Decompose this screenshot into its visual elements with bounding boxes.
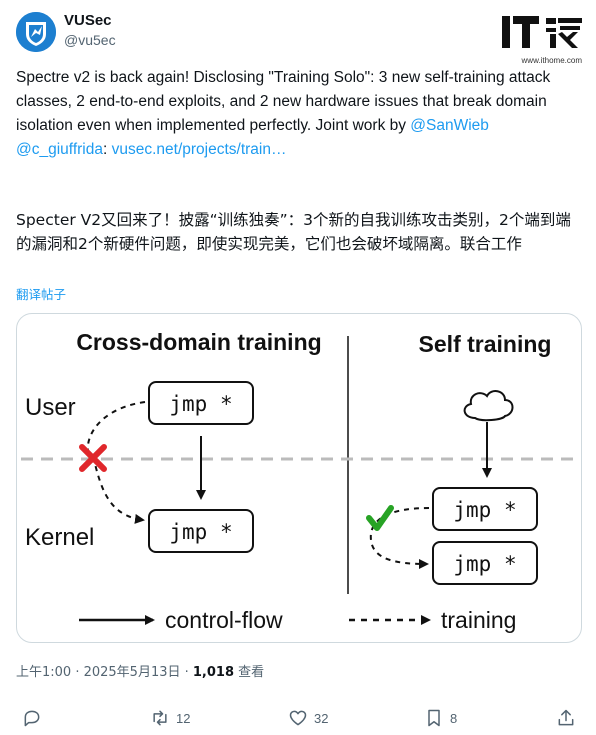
kernel-label: Kernel xyxy=(25,524,94,551)
like-button[interactable]: 32 xyxy=(288,708,328,728)
retweet-icon xyxy=(153,710,167,726)
bookmark-count: 8 xyxy=(450,710,458,726)
mention-c-giuffrida[interactable]: @c_giuffrida xyxy=(16,141,103,158)
training-arrow-left xyxy=(86,401,146,524)
colon-text: : xyxy=(102,141,112,158)
action-bar: 12 32 8 xyxy=(0,708,596,734)
share-button[interactable] xyxy=(556,708,576,728)
tweet-body-text: Spectre v2 is back again! Disclosing "Tr… xyxy=(16,69,551,134)
legend-control-label: control-flow xyxy=(165,607,283,633)
share-icon xyxy=(558,709,574,726)
media-image[interactable]: Cross-domain training Self training User… xyxy=(16,313,582,643)
post-meta: 上午1:00 · 2025年5月13日 · 1,018 查看 xyxy=(16,661,264,680)
reply-button[interactable] xyxy=(22,708,48,728)
legend-training-label: training xyxy=(441,607,516,633)
check-icon xyxy=(366,505,394,531)
user-jmp-label: jmp * xyxy=(169,392,232,416)
right-title: Self training xyxy=(419,331,552,357)
reply-icon xyxy=(24,710,40,727)
self-jmp-box-bottom xyxy=(432,541,538,585)
watermark-url: www.ithome.com xyxy=(521,56,582,65)
translated-text: Specter V2又回来了！披露“训练独奏”：3个新的自我训练攻击类别，2个端… xyxy=(16,211,571,253)
blocked-cross-icon xyxy=(79,444,107,472)
mention-sanwieb[interactable]: @SanWieb xyxy=(410,117,489,134)
self-jmp-box-top xyxy=(432,487,538,531)
user-label: User xyxy=(25,394,76,421)
post-timestamp[interactable]: 上午1:00 · 2025年5月13日 · xyxy=(16,665,193,680)
retweet-count: 12 xyxy=(176,710,191,726)
bookmark-button[interactable]: 8 xyxy=(424,708,457,728)
like-count: 32 xyxy=(314,710,329,726)
ithome-logo xyxy=(500,12,586,56)
translate-post-link[interactable]: 翻译帖子 xyxy=(16,287,67,302)
retweet-button[interactable]: 12 xyxy=(150,708,190,728)
left-title: Cross-domain training xyxy=(76,329,321,355)
view-count: 1,018 xyxy=(192,665,235,680)
cloud-icon xyxy=(463,390,514,422)
heart-icon xyxy=(289,710,307,726)
kernel-jmp-box xyxy=(148,509,254,553)
tweet-text: Spectre v2 is back again! Disclosing "Tr… xyxy=(16,66,582,162)
author-name[interactable]: VUSec xyxy=(64,12,112,29)
bookmark-icon xyxy=(428,709,440,727)
avatar[interactable] xyxy=(16,12,56,52)
views-label: 查看 xyxy=(234,665,265,680)
author-handle[interactable]: @vu5ec xyxy=(64,32,116,48)
kernel-jmp-label: jmp * xyxy=(169,520,232,544)
project-link[interactable]: vusec.net/projects/train… xyxy=(111,141,287,158)
self-jmp-label-bottom: jmp * xyxy=(453,552,516,576)
shield-bird-icon xyxy=(16,12,56,52)
self-jmp-label-top: jmp * xyxy=(453,498,516,522)
training-arrow-right xyxy=(369,507,430,569)
user-jmp-box xyxy=(148,381,254,425)
training-diagram: Cross-domain training Self training User… xyxy=(21,329,579,633)
